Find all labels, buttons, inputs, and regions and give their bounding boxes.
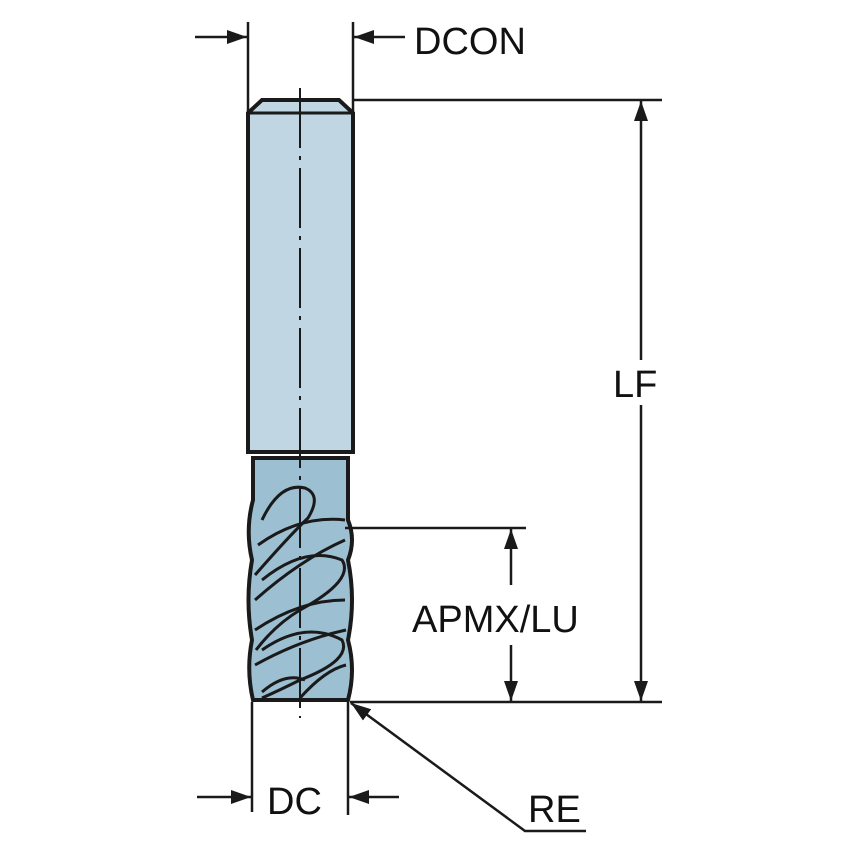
dcon-label: DCON <box>414 21 526 63</box>
dc-dimension: DC <box>197 702 399 823</box>
apmx-lu-label: APMX/LU <box>412 599 579 641</box>
re-label: RE <box>528 789 581 831</box>
lf-dimension: LF <box>350 98 662 704</box>
dc-label: DC <box>267 781 322 823</box>
dcon-dimension: DCON <box>195 21 526 113</box>
apmx-lu-dimension: APMX/LU <box>345 526 579 701</box>
lf-label: LF <box>613 364 657 406</box>
re-leader: RE <box>350 701 586 833</box>
